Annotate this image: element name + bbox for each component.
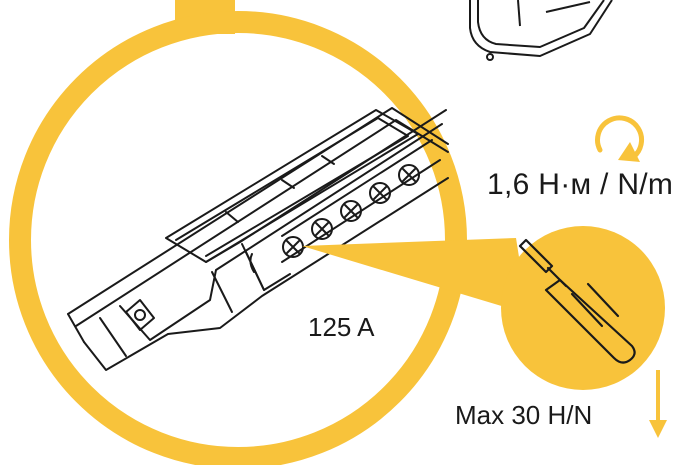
device-thumbnail — [469, 0, 613, 61]
callout-beam — [302, 238, 528, 314]
clockwise-arrow-icon — [595, 115, 644, 162]
torque-label: 1,6 Н·м / N/m — [487, 168, 674, 201]
max-force-label: Max 30 Н/N — [455, 400, 593, 430]
terminal-block — [67, 107, 449, 371]
down-arrow-icon — [649, 370, 667, 438]
screwdriver-icon — [518, 238, 636, 364]
magnifier-ring — [9, 11, 467, 465]
current-rating-label: 125 A — [308, 312, 375, 342]
